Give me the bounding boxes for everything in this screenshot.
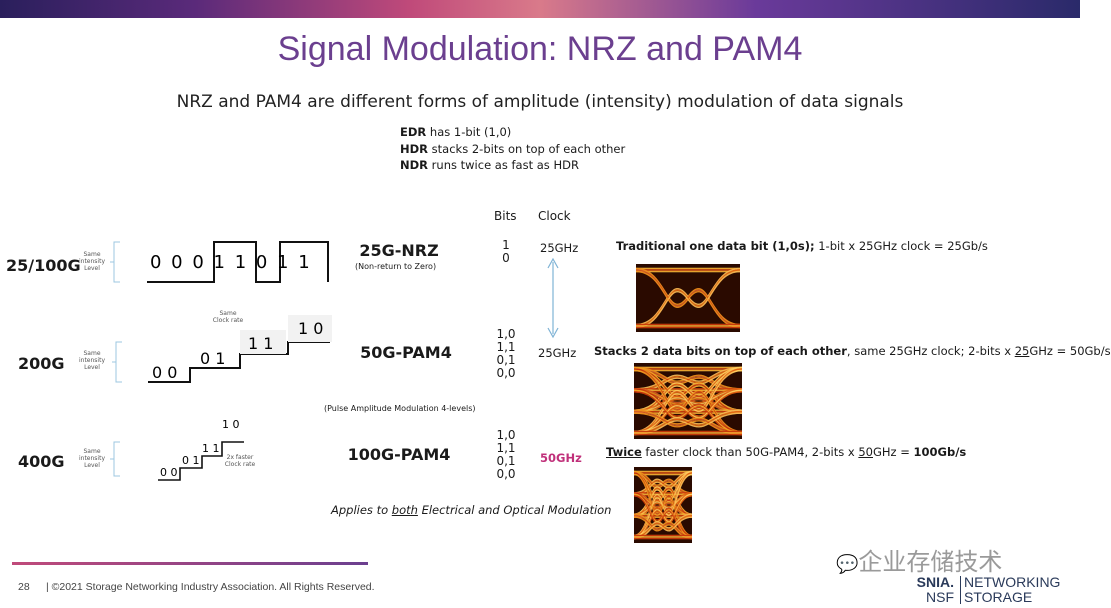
rate-label-400g: 400G [18, 452, 65, 471]
svg-text:1 0: 1 0 [298, 319, 323, 338]
level-note: Same intensity Level [78, 448, 105, 469]
slide-title: Signal Modulation: NRZ and PAM4 [277, 30, 803, 68]
footer-divider [12, 562, 368, 565]
eye-diagram-nrz [635, 264, 741, 332]
modulation-25g-nrz: 25G-NRZ [359, 241, 439, 260]
definition-edr: EDR has 1-bit (1,0) [400, 125, 512, 139]
chat-icon: 💬 [836, 554, 859, 574]
svg-text:1 0: 1 0 [222, 418, 240, 431]
svg-text:0 1: 0 1 [182, 454, 200, 467]
slide-subtitle: NRZ and PAM4 are different forms of ampl… [176, 92, 904, 112]
svg-text:0 1: 0 1 [200, 349, 225, 368]
nrz-waveform: 0 0 0 1 1 0 1 1 [110, 241, 329, 283]
clock-50ghz: 50GHz [540, 451, 582, 465]
clock-column-header: Clock [538, 209, 571, 223]
level-note: Same intensity Level [78, 251, 105, 272]
eye-diagram-50g-pam4 [633, 363, 743, 439]
svg-text:0 0: 0 0 [152, 363, 177, 382]
copyright: | ©2021 Storage Networking Industry Asso… [46, 581, 375, 593]
description-nrz: Traditional one data bit (1,0s); 1-bit x… [616, 239, 988, 253]
description-100g-pam4: Twice faster clock than 50G-PAM4, 2-bits… [606, 445, 967, 459]
pam4-staircase-50g: 0 0 0 1 1 1 1 0 [112, 315, 332, 383]
svg-text:0 0: 0 0 [160, 466, 178, 479]
snia-logo: SNIA. NSF NETWORKING STORAGE [916, 574, 1061, 605]
clock-25ghz: 25GHz [540, 241, 579, 255]
svg-text:1 1: 1 1 [248, 334, 273, 353]
page-number: 28 [18, 581, 30, 593]
bits-column-header: Bits [494, 209, 517, 223]
modulation-note-nrz: (Non-return to Zero) [355, 262, 437, 271]
svg-text:0 0 0 1 1 0 1 1: 0 0 0 1 1 0 1 1 [150, 252, 312, 273]
svg-text:1 1: 1 1 [202, 442, 220, 455]
faster-clock-note: 2x faster Clock rate [224, 454, 256, 468]
rate-label-25-100g: 25/100G [6, 256, 81, 275]
eye-diagram-100g-pam4 [633, 467, 693, 543]
watermark: 💬企业存储技术 [836, 549, 1003, 576]
rate-label-200g: 200G [18, 354, 65, 373]
applies-note: Applies to both Electrical and Optical M… [331, 503, 612, 517]
definition-ndr: NDR runs twice as fast as HDR [400, 158, 579, 172]
header-banner [0, 0, 1080, 18]
same-clock-note: Same Clock rate [212, 310, 244, 324]
modulation-50g-pam4: 50G-PAM4 [360, 343, 452, 362]
clock-25ghz-pam4: 25GHz [538, 346, 577, 360]
modulation-100g-pam4: 100G-PAM4 [347, 445, 451, 464]
same-clock-arrow [547, 257, 559, 339]
pam4-note: (Pulse Amplitude Modulation 4-levels) [324, 404, 476, 413]
level-note: Same intensity Level [78, 350, 105, 371]
description-50g-pam4: Stacks 2 data bits on top of each other,… [594, 344, 1111, 358]
pam4-staircase-100g: 0 0 0 1 1 1 1 0 [110, 418, 244, 481]
definition-hdr: HDR stacks 2-bits on top of each other [400, 142, 626, 156]
